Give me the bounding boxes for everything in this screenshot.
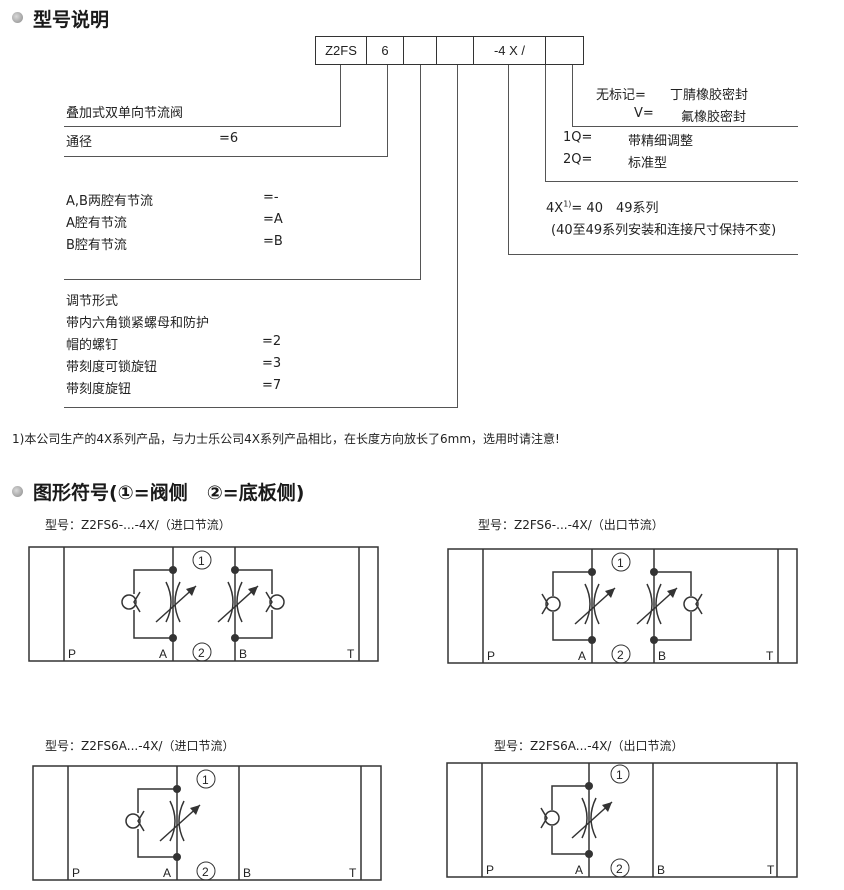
side-1-label: 1 <box>616 768 623 782</box>
hydraulic-symbol-a-meter-out: 1 2 P A B T <box>446 762 798 878</box>
diagram-caption-2: 型号：Z2FS6-...-4X/（出口节流） <box>478 518 664 532</box>
leader-4x <box>508 65 509 255</box>
code-box-adjust <box>436 36 474 65</box>
port-a-label: A <box>163 866 171 880</box>
throttle-a: A腔有节流 <box>66 216 127 231</box>
side-2-label: 2 <box>198 646 205 660</box>
port-b-label: B <box>243 866 251 880</box>
port-b-label: B <box>658 649 666 663</box>
port-b-label: B <box>239 647 247 661</box>
hydraulic-symbol-dual-meter-in: 1 2 P A B T <box>28 546 379 662</box>
leader-adjust <box>457 65 458 408</box>
leader-adjust-h <box>64 407 458 408</box>
series-label: 4X <box>546 201 564 216</box>
code-box-throttle <box>403 36 437 65</box>
valve-name: 叠加式双单向节流阀 <box>66 106 184 121</box>
port-p-label: P <box>72 866 80 880</box>
series-footnote-mark: 1) <box>563 199 572 209</box>
port-a-label: A <box>159 647 167 661</box>
fine-2q-value: 标准型 <box>628 156 668 171</box>
diagram-caption-1: 型号：Z2FS6-...-4X/（进口节流） <box>45 518 231 532</box>
leader-throttle-h <box>64 279 421 280</box>
side-2-label: 2 <box>202 865 209 879</box>
port-t-label: T <box>767 863 775 877</box>
leader-4x-h <box>508 254 798 255</box>
throttle-b-value: =B <box>263 234 283 249</box>
side-1-label: 1 <box>202 773 209 787</box>
symbol-section-title: 图形符号(①=阀侧 ②=底板侧) <box>33 482 305 504</box>
port-p-label: P <box>487 649 495 663</box>
leader-fine <box>545 65 546 182</box>
port-p-label: P <box>486 863 494 877</box>
code-box-series: Z2FS <box>315 36 367 65</box>
leader-fine-h <box>545 181 798 182</box>
bore-value: =6 <box>219 131 239 146</box>
code-box-bore: 6 <box>366 36 404 65</box>
seal-none-label: 无标记= <box>596 88 646 103</box>
leader-seal <box>572 65 573 127</box>
adjust-line2: 带内六角锁紧螺母和防护 <box>66 316 210 331</box>
series-line: 4X1)= 40 49系列 <box>546 197 659 216</box>
bore-label: 通径 <box>66 135 93 150</box>
seal-none-value: 丁腈橡胶密封 <box>670 88 749 103</box>
footnote: 1)本公司生产的4X系列产品，与力士乐公司4X系列产品相比，在长度方向放长了6m… <box>12 432 560 446</box>
code-box-seal <box>545 36 584 65</box>
adjust-opt7: 带刻度旋钮 <box>66 382 132 397</box>
diagram-caption-3: 型号：Z2FS6A...-4X/（进口节流） <box>45 739 235 753</box>
side-1-label: 1 <box>198 554 205 568</box>
adjust-title: 调节形式 <box>66 294 119 309</box>
port-a-label: A <box>578 649 586 663</box>
port-a-label: A <box>575 863 583 877</box>
leader-seal-h <box>572 126 798 127</box>
code-box-4x: -4 X / <box>473 36 546 65</box>
side-1-label: 1 <box>617 556 624 570</box>
model-section-title: 型号说明 <box>33 9 110 31</box>
seal-v-value: 氟橡胶密封 <box>681 110 747 125</box>
series-note: (40至49系列安装和连接尺寸保持不变) <box>551 223 777 238</box>
fine-1q-value: 带精细调整 <box>628 134 694 149</box>
leader-throttle <box>420 65 421 280</box>
fine-1q-label: 1Q= <box>563 130 593 145</box>
hydraulic-symbol-a-meter-in: 1 2 P A B T <box>32 765 382 881</box>
throttle-ab: A,B两腔有节流 <box>66 194 153 209</box>
section-bullet-icon <box>12 486 23 497</box>
port-b-label: B <box>657 863 665 877</box>
series-rest: = 40 49系列 <box>571 201 659 216</box>
leader-bore-h <box>64 156 388 157</box>
adjust-opt3-value: =3 <box>262 356 282 371</box>
throttle-ab-value: =- <box>263 190 279 205</box>
port-t-label: T <box>349 866 357 880</box>
hydraulic-symbol-dual-meter-out: 1 2 P A B T <box>447 548 798 664</box>
fine-2q-label: 2Q= <box>563 152 593 167</box>
side-2-label: 2 <box>616 862 623 876</box>
adjust-opt3: 带刻度可锁旋钮 <box>66 360 158 375</box>
diagram-caption-4: 型号：Z2FS6A...-4X/（出口节流） <box>494 739 684 753</box>
side-2-label: 2 <box>617 648 624 662</box>
throttle-a-value: =A <box>263 212 283 227</box>
leader-series-h <box>64 126 341 127</box>
section-bullet-icon <box>12 12 23 23</box>
leader-series <box>340 65 341 126</box>
port-t-label: T <box>347 647 355 661</box>
port-t-label: T <box>766 649 774 663</box>
seal-v-label: V= <box>634 106 654 121</box>
adjust-opt2: 帽的螺钉 <box>66 338 119 353</box>
adjust-opt2-value: =2 <box>262 334 282 349</box>
throttle-b: B腔有节流 <box>66 238 127 253</box>
leader-bore <box>387 65 388 157</box>
port-p-label: P <box>68 647 76 661</box>
adjust-opt7-value: =7 <box>262 378 282 393</box>
